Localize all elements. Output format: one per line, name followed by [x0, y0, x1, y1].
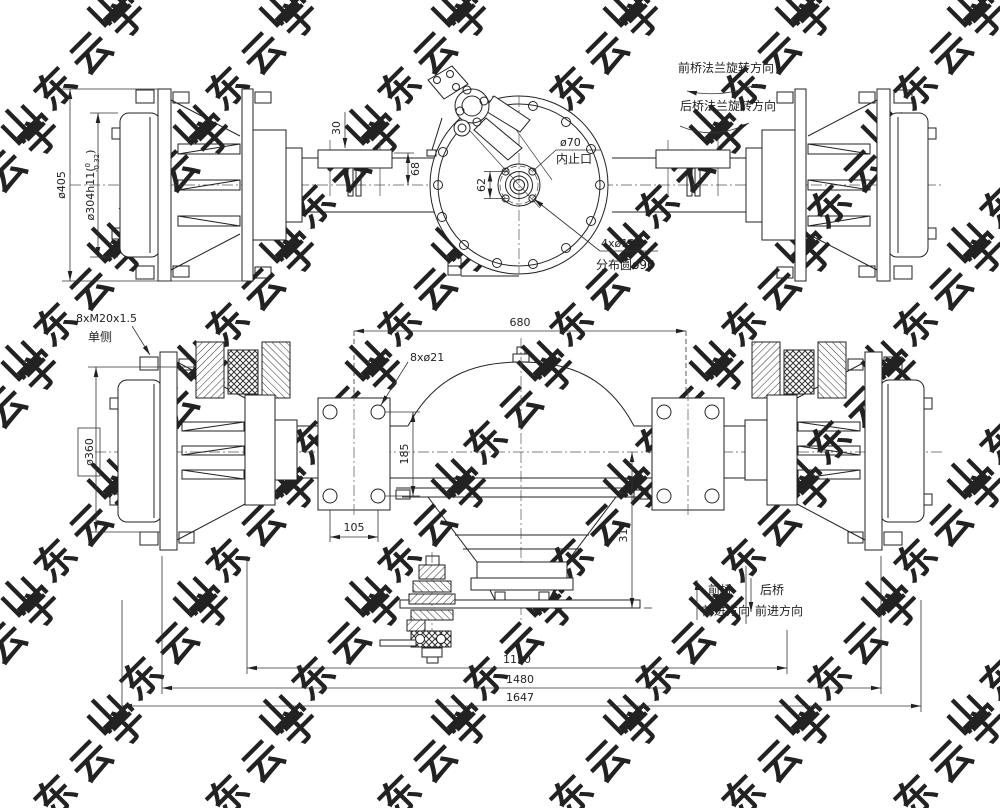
diff-carrier-front-view	[379, 346, 649, 666]
watermark-text: 山东云宇	[507, 689, 681, 808]
cover-bolts	[433, 101, 605, 269]
spring-pad	[317, 149, 393, 169]
callout-dia70: ø70	[560, 136, 581, 149]
bottom-view: 8xM20x1.5 单侧 680 8xø21 185 105 317	[76, 312, 945, 712]
flange-rotation-arrows: 前桥法兰旋转方向 后桥法兰旋转方向	[678, 60, 776, 134]
callout-single-side: 单侧	[88, 330, 112, 344]
input-flange	[454, 88, 490, 124]
drain-plug	[447, 257, 519, 277]
front-axle-label: 前桥	[708, 582, 732, 597]
watermark-text: 山东云宇	[679, 689, 853, 808]
callout-4xd12: 4xø12	[601, 237, 635, 250]
callout-bolt-circle: 分布圆ø96	[596, 258, 655, 272]
hub-ribs	[177, 143, 241, 227]
bottom-view-dimensions: 8xM20x1.5 单侧 680 8xø21 185 105 317	[76, 312, 922, 712]
rear-flange-rotation-label: 后桥法兰旋转方向	[680, 98, 776, 113]
rear-axle-direction-label: 前进方向	[755, 603, 803, 618]
dim-30: 30	[330, 121, 343, 135]
bottom-view-left-wheel	[109, 341, 408, 551]
dim-dia304: ø304h11(0-0.32)	[84, 150, 101, 221]
dim-1130: 1130	[503, 653, 531, 666]
backing-plate	[241, 88, 254, 282]
watermark-text: 山东云宇	[335, 689, 509, 808]
dim-185: 185	[398, 444, 411, 465]
front-axle-direction-label: 前进方向	[702, 603, 750, 618]
dim-dia405: ø405	[55, 171, 68, 199]
spring-seat-holes	[322, 404, 386, 504]
rear-rotation-arrow	[679, 122, 750, 134]
dim-dia360: ø360	[83, 438, 96, 466]
travel-direction-legend: 前桥 前进方向 后桥 前进方向	[694, 566, 803, 624]
dim-1647: 1647	[506, 691, 534, 704]
overall-dimensions: 1130 1480 1647	[121, 556, 922, 712]
brake-drum	[117, 379, 163, 523]
callout-8xd21: 8xø21	[410, 351, 444, 364]
tire-section	[195, 341, 291, 399]
rear-axle-label: 后桥	[760, 583, 784, 597]
top-view: ø405 ø304h11(0-0.32) 30 68 62 ø70 内止口 4x…	[55, 60, 942, 282]
diff-housing-rear-view	[426, 65, 609, 277]
dim-62: 62	[475, 178, 488, 192]
top-view-dimensions: ø405 ø304h11(0-0.32) 30 68 62 ø70 内止口 4x…	[55, 88, 658, 282]
parking-brake-section	[379, 552, 456, 666]
dim-317: 317	[617, 522, 630, 543]
watermark-text: 山东云宇	[851, 689, 1000, 808]
dim-105: 105	[344, 521, 365, 534]
brake-lever	[379, 639, 417, 647]
watermark-text: 山东云宇	[0, 0, 78, 37]
top-view-left-hub	[111, 88, 436, 282]
dim-680: 680	[510, 316, 531, 329]
hub-flange	[157, 88, 172, 282]
dim-68: 68	[409, 162, 422, 176]
brake-drum	[119, 112, 161, 258]
watermark-text: 山东云宇	[163, 689, 337, 808]
input-yoke	[426, 65, 531, 161]
front-rotation-arrow	[686, 83, 758, 96]
callout-inner-spigot: 内止口	[556, 152, 592, 166]
front-flange-rotation-label: 前桥法兰旋转方向	[678, 60, 774, 75]
callout-studs: 8xM20x1.5	[76, 312, 137, 325]
dim-1480: 1480	[506, 673, 534, 686]
brake-mounting-plate	[399, 599, 641, 609]
spigot-circle	[497, 163, 541, 207]
wheel-flange	[159, 351, 178, 551]
